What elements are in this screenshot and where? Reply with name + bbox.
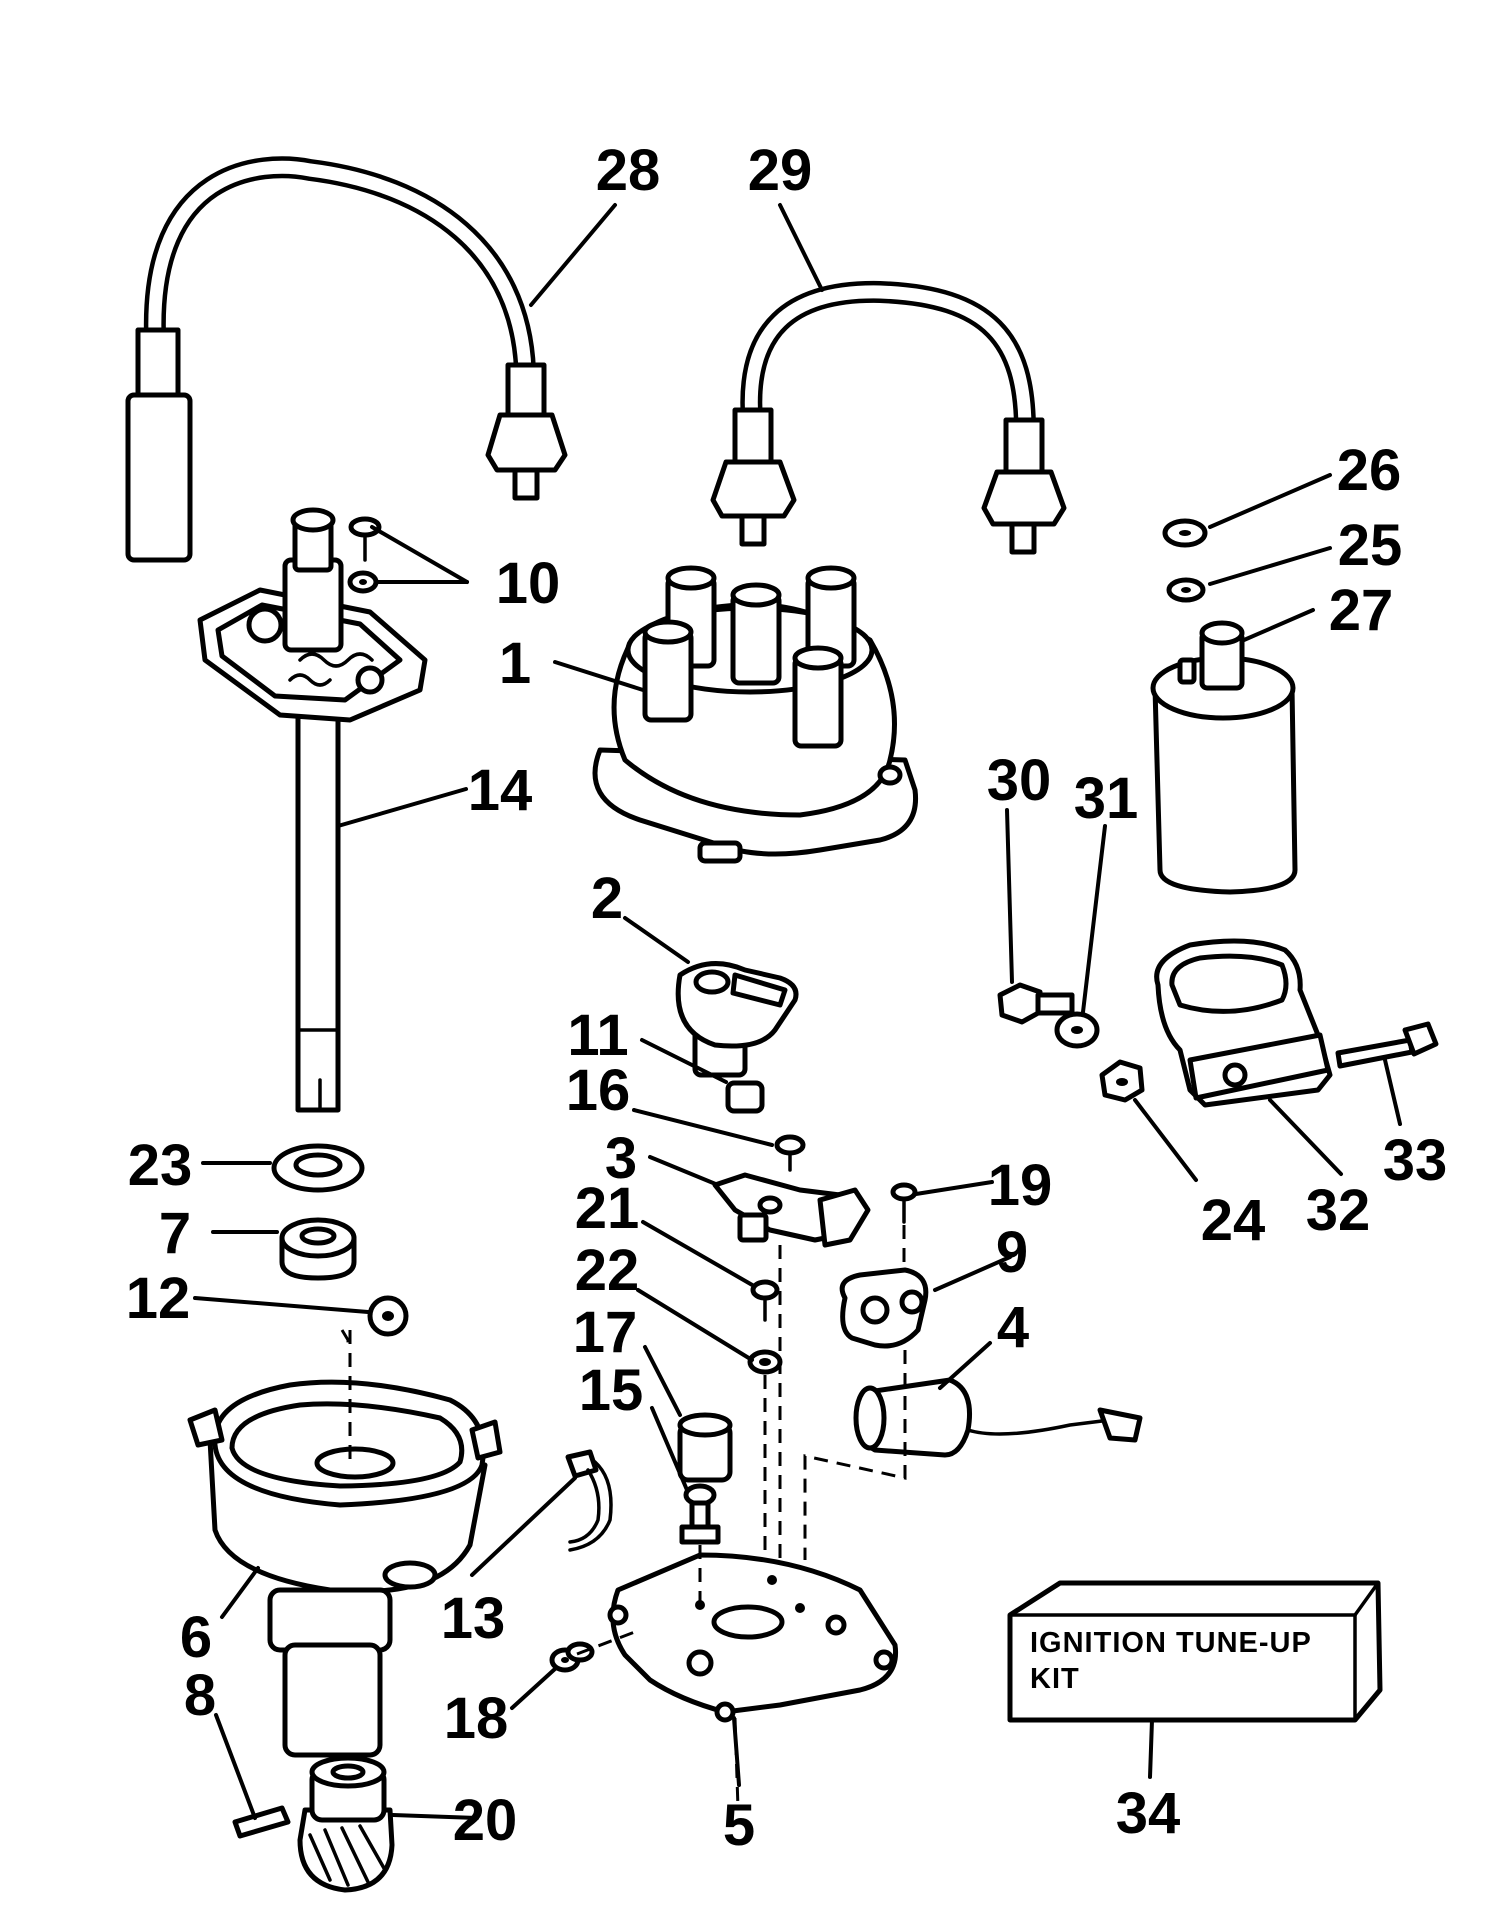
callout-14: 14 (468, 758, 533, 823)
assembly-dashed-lines (340, 1225, 907, 1809)
callout-30: 30 (987, 748, 1052, 813)
part-27-ignition-coil (1150, 620, 1298, 895)
part-11-felt-wick (725, 1080, 765, 1114)
part-2-rotor (675, 961, 799, 1078)
part-18-screw-and-washer (549, 1641, 595, 1673)
part-31-washer (1054, 1011, 1100, 1049)
callout-27: 27 (1329, 578, 1394, 643)
callout-6: 6 (180, 1605, 212, 1670)
callout-leader-lines (193, 203, 1402, 1820)
part-19-screw (890, 1182, 918, 1224)
callout-29: 29 (748, 138, 813, 203)
callout-19: 19 (988, 1153, 1053, 1218)
part-16-screw (774, 1134, 806, 1172)
part-5-breaker-plate (607, 1552, 899, 1723)
callout-17: 17 (573, 1300, 638, 1365)
part-7-seal (279, 1217, 357, 1281)
callout-10: 10 (496, 551, 561, 616)
part-23-washer (271, 1143, 365, 1193)
kit-label-line1: IGNITION TUNE-UP (1030, 1627, 1312, 1659)
part-1-distributor-cap (592, 565, 919, 864)
part-24-nut (1099, 1059, 1145, 1103)
callout-12: 12 (126, 1266, 191, 1331)
callout-1: 1 (499, 631, 531, 696)
callout-11: 11 (567, 1003, 628, 1068)
part-9-clamp (839, 1267, 929, 1349)
callout-33: 33 (1383, 1128, 1448, 1193)
part-30-bolt (997, 982, 1075, 1025)
callout-24: 24 (1201, 1188, 1266, 1253)
callout-numbers: 1 2 3 4 5 6 7 8 9 10 11 12 13 14 15 16 1… (126, 138, 1448, 1858)
callout-16: 16 (566, 1058, 631, 1123)
callout-25: 25 (1338, 513, 1403, 578)
part-28-spark-plug-wire-long (125, 156, 568, 563)
part-34-ignition-tune-up-kit-box: IGNITION TUNE-UP KIT (1007, 1580, 1383, 1723)
part-29-spark-plug-wire-short (710, 280, 1067, 555)
part-33-bolt (1335, 1021, 1439, 1069)
part-17-spacer (677, 1412, 733, 1483)
callout-22: 22 (575, 1238, 640, 1303)
part-25-lockwasher (1166, 577, 1206, 603)
part-8-roll-pin (232, 1805, 291, 1839)
callout-9: 9 (996, 1220, 1028, 1285)
part-32-coil-bracket (1154, 938, 1333, 1108)
part-14-distributor-shaft-assembly (197, 507, 428, 1113)
part-4-condenser (853, 1377, 1143, 1458)
part-15-screw (679, 1483, 721, 1545)
part-22-bushing (747, 1349, 783, 1375)
callout-31: 31 (1074, 766, 1139, 831)
part-20-drive-gear (297, 1755, 395, 1893)
callout-15: 15 (579, 1358, 644, 1423)
callout-20: 20 (453, 1788, 518, 1853)
callout-18: 18 (444, 1686, 509, 1751)
callout-23: 23 (128, 1133, 193, 1198)
callout-21: 21 (575, 1176, 640, 1241)
part-13-primary-lead (565, 1449, 613, 1552)
callout-34: 34 (1116, 1781, 1181, 1846)
part-6-distributor-housing (187, 1379, 503, 1758)
callout-5: 5 (723, 1793, 755, 1858)
part-12-cam-nut (367, 1295, 409, 1337)
callout-2: 2 (591, 866, 623, 931)
callout-28: 28 (596, 138, 661, 203)
part-10-screw-and-washer (347, 516, 382, 594)
part-26-nut (1162, 518, 1208, 548)
kit-label-line2: KIT (1030, 1663, 1080, 1695)
callout-4: 4 (997, 1295, 1029, 1360)
part-21-screw (750, 1279, 780, 1322)
callout-26: 26 (1337, 438, 1402, 503)
callout-13: 13 (441, 1586, 506, 1651)
callout-32: 32 (1306, 1178, 1371, 1243)
part-3-breaker-points (712, 1172, 871, 1248)
callout-7: 7 (159, 1201, 191, 1266)
callout-8: 8 (184, 1663, 216, 1728)
callout-3: 3 (605, 1126, 637, 1191)
